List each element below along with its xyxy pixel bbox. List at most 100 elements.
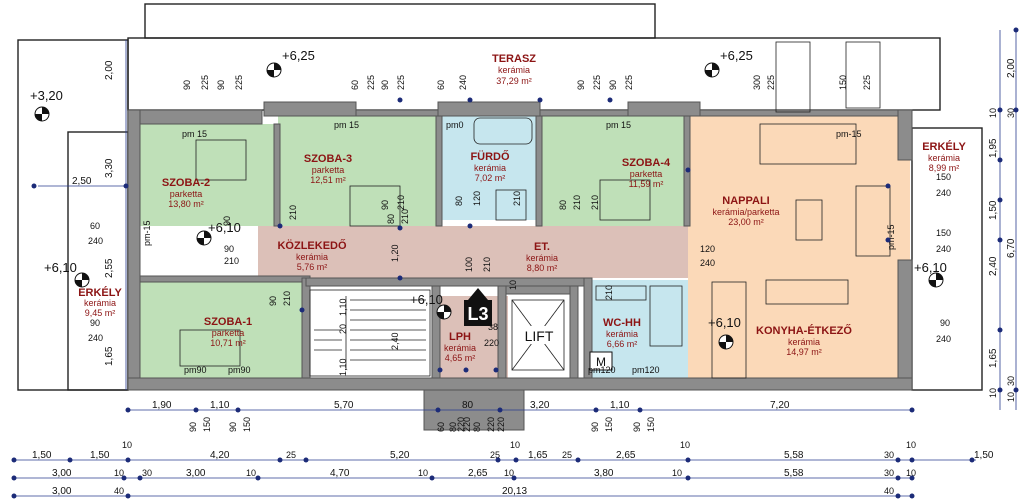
dim-text: 10 [906, 468, 916, 478]
dim-text: 2,55 [104, 258, 115, 278]
furniture [179, 41, 891, 379]
dim-text: 2,65 [616, 450, 636, 461]
room-material: parketta [630, 169, 663, 179]
room-area: 14,97 m² [786, 347, 822, 357]
dim-text: 1,95 [988, 138, 999, 158]
room-furdo-fill [438, 116, 540, 220]
level-marker: +6,10 [708, 315, 741, 350]
dim-text: 90 [590, 422, 600, 432]
room-name: NAPPALI [722, 195, 769, 207]
dim-text: 5,70 [334, 400, 354, 411]
room-area: 9,45 m² [85, 308, 116, 318]
room-name: SZOBA-4 [622, 157, 671, 169]
dim-text: 150 [604, 417, 614, 432]
level-marker: +6,10 [914, 260, 947, 288]
dim-text: 210 [512, 191, 522, 206]
floor-note: pm120 [632, 365, 660, 375]
dim-text: 210 [482, 257, 492, 272]
dim-text: 3,30 [104, 158, 115, 178]
dim-text: 60 [436, 80, 446, 90]
level-label: +3,20 [30, 88, 63, 103]
dim-text: 210 [288, 205, 298, 220]
dim-text: 220 [496, 417, 506, 432]
dim-text: 10 [1006, 392, 1016, 402]
dim-text: 90 [940, 318, 950, 328]
floor-note: pm 15 [182, 129, 207, 139]
dim-text: 1,65 [104, 346, 115, 366]
dim-text: 10 [114, 468, 124, 478]
dim-text: 2,00 [104, 60, 115, 80]
dim-text: 25 [562, 450, 572, 460]
dim-text: 225 [592, 75, 602, 90]
dim-text: 30 [1006, 108, 1016, 118]
floor-note: pm-15 [886, 224, 896, 250]
terrace-upper-outline [144, 3, 656, 39]
room-area: 4,65 m² [445, 353, 476, 363]
dim-text: 90 [216, 80, 226, 90]
dim-text: 60 [350, 80, 360, 90]
level-marker: +6,10 [196, 220, 241, 246]
level-label: +6,25 [720, 48, 753, 63]
dim-text: 240 [936, 188, 951, 198]
dim-text: 210 [282, 291, 292, 306]
meter-label: M [596, 355, 606, 369]
level-label: +6,10 [410, 292, 443, 307]
room-area: 11,59 m² [629, 179, 664, 189]
dim-text: 240 [936, 334, 951, 344]
dim-text: 80 [472, 422, 482, 432]
floor-notes: pm 15 pm 15 pm 15 pm0 pm90 pm90 pm120 pm… [142, 120, 896, 375]
dim-text: 38 [488, 322, 498, 332]
room-material: kerámia [788, 337, 820, 347]
room-material: kerámia [526, 253, 558, 263]
dim-text: 90 [576, 80, 586, 90]
dim-text: 220 [484, 338, 499, 348]
level-marker: +3,20 [30, 88, 63, 122]
dim-text: 210 [396, 195, 406, 210]
floor-note: pm 15 [334, 120, 359, 130]
chain-dimension-2: 3,00 10 30 3,00 10 4,70 10 2,65 10 3,80 … [14, 468, 916, 479]
room-material: kerámia [84, 298, 116, 308]
dim-text: 220 [456, 417, 466, 432]
room-area: 6,66 m² [607, 339, 638, 349]
room-material: parketta [212, 328, 245, 338]
dim-text: 25 [286, 450, 296, 460]
dim-text: 10 [672, 468, 682, 478]
dim-text: 3,00 [186, 468, 206, 479]
room-material: kerámia [296, 252, 328, 262]
dim-text: 240 [700, 258, 715, 268]
room-szoba3-fill [278, 116, 438, 226]
floor-note: pm-15 [836, 129, 862, 139]
dim-text: 220 [462, 417, 472, 432]
floor-note: pm120 [588, 365, 616, 375]
dim-text: 90 [632, 422, 642, 432]
dim-text: 5,20 [390, 450, 410, 461]
dim-text: 210 [572, 195, 582, 210]
dim-text: 1,65 [988, 348, 999, 368]
dim-text: 30 [1006, 376, 1016, 386]
dim-text: 10 [508, 280, 518, 290]
floor-note: pm 15 [606, 120, 631, 130]
floor-note: pm-15 [142, 220, 152, 246]
dim-text: 3,00 [52, 486, 72, 497]
dim-text: 1,90 [152, 400, 172, 411]
dim-text: 60 [436, 422, 446, 432]
dim-text: 210 [400, 209, 410, 224]
dim-text: 90 [224, 244, 234, 254]
room-material: kerámia [928, 153, 960, 163]
dim-text: 225 [862, 75, 872, 90]
room-area: 5,76 m² [297, 262, 328, 272]
dim-text: 2,65 [468, 468, 488, 479]
dim-text: 120 [472, 191, 482, 206]
dim-text: 5,58 [784, 450, 804, 461]
dim-text: 90 [188, 422, 198, 432]
room-area: 8,80 m² [527, 263, 558, 273]
dim-text: 1,50 [32, 450, 52, 461]
room-area: 37,29 m² [496, 76, 532, 86]
dim-text: 1,10 [210, 400, 230, 411]
dim-text: 225 [396, 75, 406, 90]
dim-text: 20 [338, 324, 348, 334]
room-name: SZOBA-1 [204, 316, 252, 328]
room-material: kerámia [606, 329, 638, 339]
room-szoba2-fill [140, 124, 278, 226]
room-name: WC-HH [603, 317, 641, 329]
